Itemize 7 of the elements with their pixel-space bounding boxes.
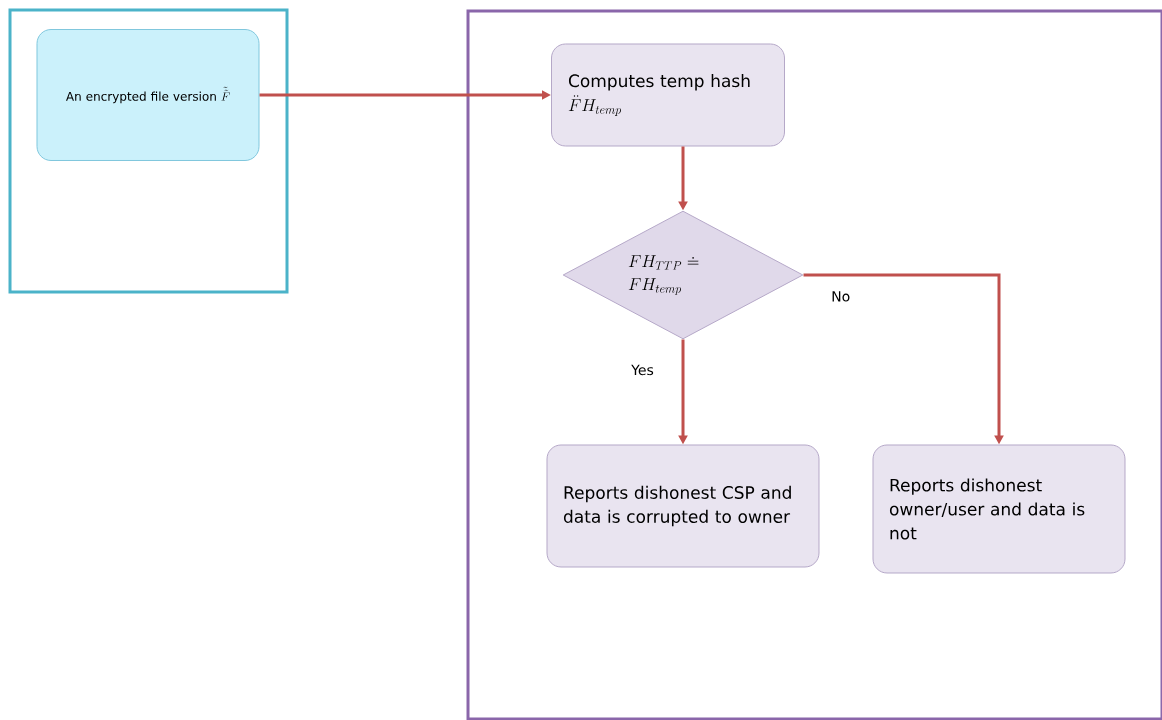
- panel-frame: [8, 8, 289, 294]
- edge-label: Yes: [630, 363, 655, 377]
- edge-label: No: [830, 290, 852, 303]
- process-box: An encrypted file version $\tilde{\tilde{F}}$: [36, 29, 260, 161]
- process-box: Computes temp hash $\ddot{F}H_{temp}$: [551, 43, 785, 147]
- process-box: Reports dishonest owner/user and data is not: [872, 444, 1126, 574]
- process-box: Reports dishonest CSP and data is corrupted to owner: [546, 444, 820, 568]
